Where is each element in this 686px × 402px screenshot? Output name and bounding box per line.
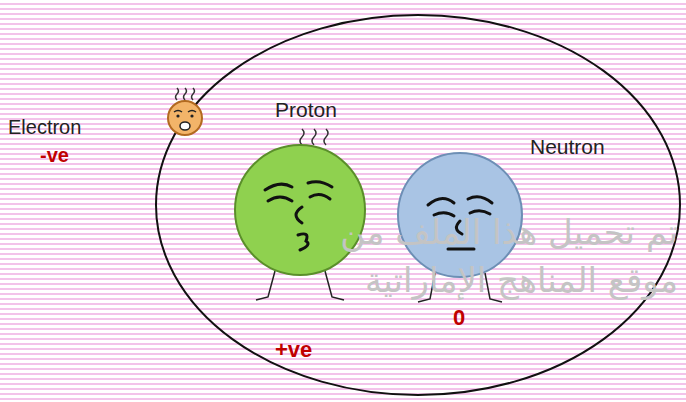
atom-outline — [156, 15, 680, 395]
part-name: Proton — [275, 98, 337, 122]
part-name: Electron — [8, 116, 81, 139]
part-name: Neutron — [530, 135, 605, 159]
watermark: موقع المناهج الإماراتية — [365, 260, 678, 301]
charge-label: +ve — [275, 337, 312, 362]
electron-node: Electron -ve — [5, 88, 220, 178]
watermark: تم تحميل هذا الملف من — [340, 212, 678, 253]
charge-label: 0 — [453, 305, 465, 330]
charge-label: -ve — [40, 144, 69, 167]
